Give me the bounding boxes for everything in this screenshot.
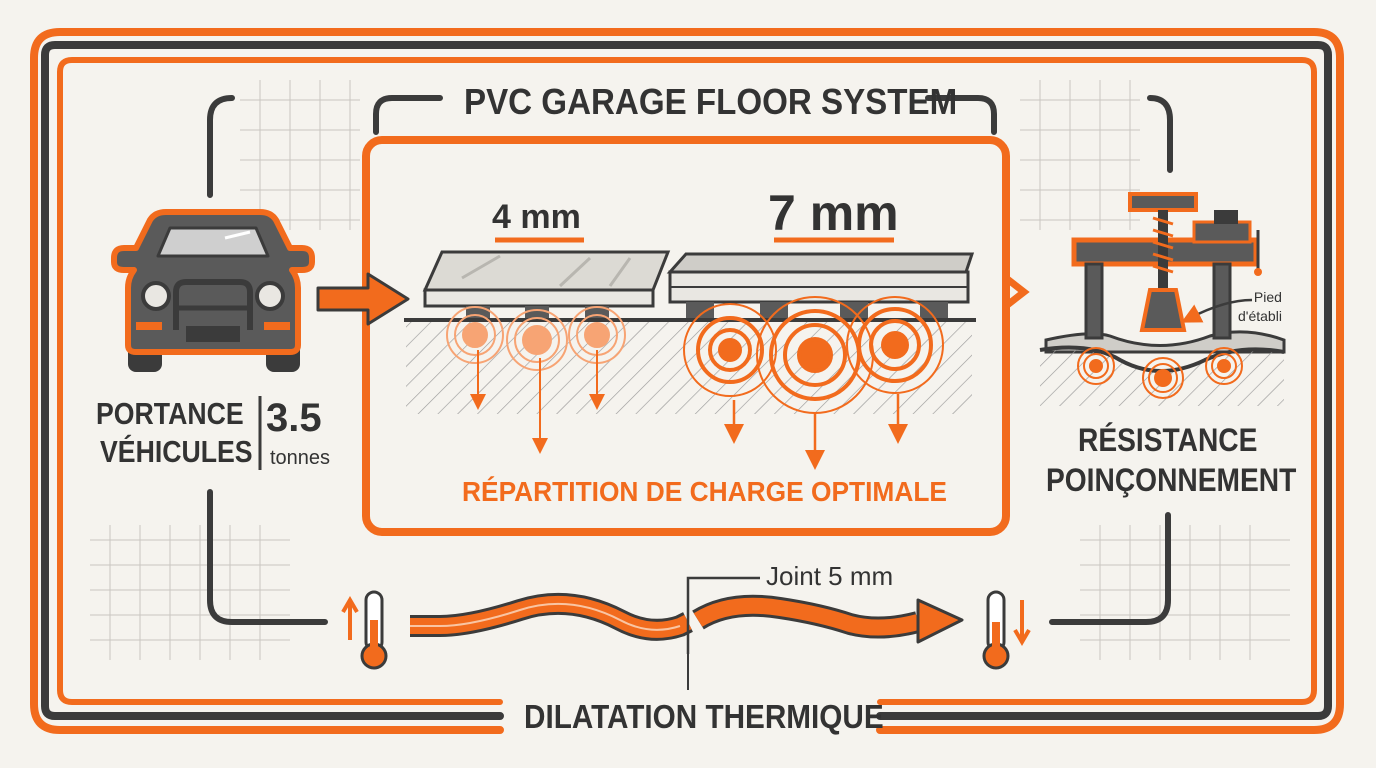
diagram-title: PVC GARAGE FLOOR SYSTEM — [464, 81, 958, 122]
tile-4mm — [422, 250, 671, 318]
vehicle-capacity-unit: tonnes — [270, 447, 331, 469]
force-arrows-7mm — [724, 394, 908, 470]
thermometer-down-icon — [982, 590, 1031, 670]
ground-section — [404, 318, 976, 414]
vehicle-label-line1: PORTANCE — [96, 396, 244, 431]
connector-lines — [207, 95, 1173, 625]
pressure-waves-7mm — [683, 296, 944, 414]
vehicle-label-line2: VÉHICULES — [100, 434, 253, 469]
load-distribution-label: RÉPARTITION DE CHARGE OPTIMALE — [462, 476, 947, 507]
workbench-vise-icon — [1039, 192, 1286, 406]
suv-icon — [111, 209, 315, 372]
thermometer-up-icon — [341, 590, 388, 670]
force-arrows-4mm — [470, 350, 605, 454]
workbench-foot-callout: Pied d'établi — [1238, 289, 1282, 324]
thermal-expansion-title: DILATATION THERMIQUE — [524, 698, 884, 735]
background-grid — [90, 80, 1290, 660]
outer-frame — [30, 28, 1344, 734]
punch-resistance-line1: RÉSISTANCE — [1078, 422, 1258, 458]
expansion-strip — [410, 576, 964, 690]
punch-resistance-line2: POINÇONNEMENT — [1046, 462, 1297, 498]
thickness-label-7mm: 7 mm — [768, 185, 899, 241]
joint-label: Joint 5 mm — [766, 561, 894, 591]
vehicle-capacity-value: 3.5 — [266, 396, 322, 440]
thickness-label-4mm: 4 mm — [492, 198, 581, 236]
main-panel — [362, 136, 1030, 536]
entry-arrow — [316, 272, 410, 326]
